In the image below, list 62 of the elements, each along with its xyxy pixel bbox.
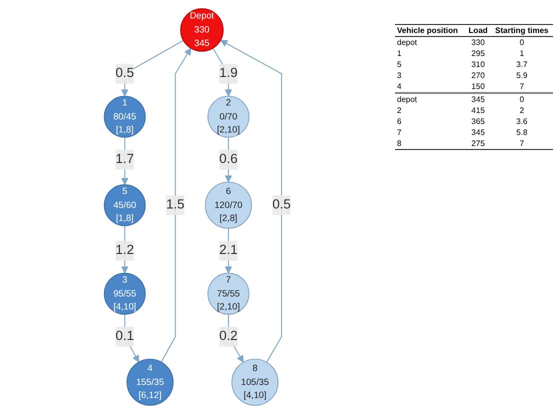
table-cell-text: 1 — [396, 48, 402, 59]
table-cell: 7 — [490, 138, 553, 150]
node-circle: 8 105/35 [4,10] — [231, 358, 279, 406]
edge-label: 1.2 — [116, 243, 134, 258]
node-circle: 2 0/70 [2,10] — [207, 96, 250, 138]
table-cell-text: 3.7 — [515, 59, 528, 70]
table-cell: 275 — [466, 138, 491, 150]
table-cell-text: 2 — [518, 105, 526, 116]
table-cell-text: 5.9 — [515, 70, 528, 81]
column-header: Starting times — [490, 24, 553, 36]
table-cell-text: 365 — [470, 116, 486, 127]
edge-label: 0.5 — [272, 198, 291, 212]
table-cell-text: 295 — [470, 48, 486, 59]
arrow — [121, 136, 128, 185]
table-cell: 7 — [490, 81, 553, 93]
column-header: Load — [466, 24, 491, 36]
arrow — [121, 225, 128, 274]
edge-label: 0.1 — [116, 329, 134, 344]
node-circle: 3 95/55 [4,10] — [104, 272, 146, 315]
table-cell: 8 — [395, 138, 466, 150]
arrow — [224, 136, 232, 182]
edge-label: 0.2 — [219, 329, 238, 344]
node-circle: Depot 330 345 — [180, 8, 224, 52]
table-cell-text: 2 — [396, 105, 402, 116]
table-cell: 150 — [466, 81, 491, 93]
column-header: Vehicle position — [395, 24, 466, 36]
node-circle: 7 75/55 [2,10] — [207, 272, 250, 315]
table-cell-text: 270 — [470, 70, 486, 81]
edge-label: 2.1 — [219, 243, 238, 258]
table-cell-text: 310 — [470, 59, 486, 70]
table-cell-text: 415 — [470, 105, 486, 116]
table-cell-text: 5.8 — [515, 127, 528, 138]
table-cell: 345 — [466, 93, 491, 105]
edge-label: 1.5 — [166, 198, 185, 212]
edge-label: 0.5 — [116, 66, 134, 80]
table-cell: 4 — [395, 81, 466, 93]
arrow — [228, 314, 244, 363]
arrow — [121, 40, 184, 96]
edge-label: 1.9 — [219, 66, 238, 80]
table-cell: 0 — [490, 93, 553, 105]
node-circle: 6 120/70 [2,8] — [204, 182, 252, 229]
table-cell: 330 — [466, 36, 491, 48]
edge-label: 1.7 — [116, 152, 134, 166]
arrow — [224, 228, 232, 274]
edge-label: 0.6 — [219, 152, 238, 166]
node-circle: 1 80/45 [1,8] — [104, 96, 146, 138]
arrow — [212, 48, 232, 96]
table-cell-text: 7 — [396, 127, 402, 138]
table-cell-text: 5 — [396, 59, 402, 70]
table-cell-text: 1 — [518, 48, 526, 59]
table-cell-text: 3 — [396, 70, 402, 81]
node-circle: 4 155/35 [6,12] — [126, 358, 174, 406]
table-cell: 0 — [490, 36, 553, 48]
table-cell-text: 3.6 — [515, 116, 528, 127]
table-cell: depot — [395, 36, 466, 48]
table-cell-text: 6 — [396, 116, 402, 127]
node-circle: 5 45/60 [1,8] — [104, 184, 146, 226]
arrow — [124, 314, 140, 362]
arrow — [220, 40, 282, 363]
table-cell-text: 345 — [470, 127, 486, 138]
arrow — [160, 48, 192, 363]
table-cell: depot — [395, 93, 466, 105]
